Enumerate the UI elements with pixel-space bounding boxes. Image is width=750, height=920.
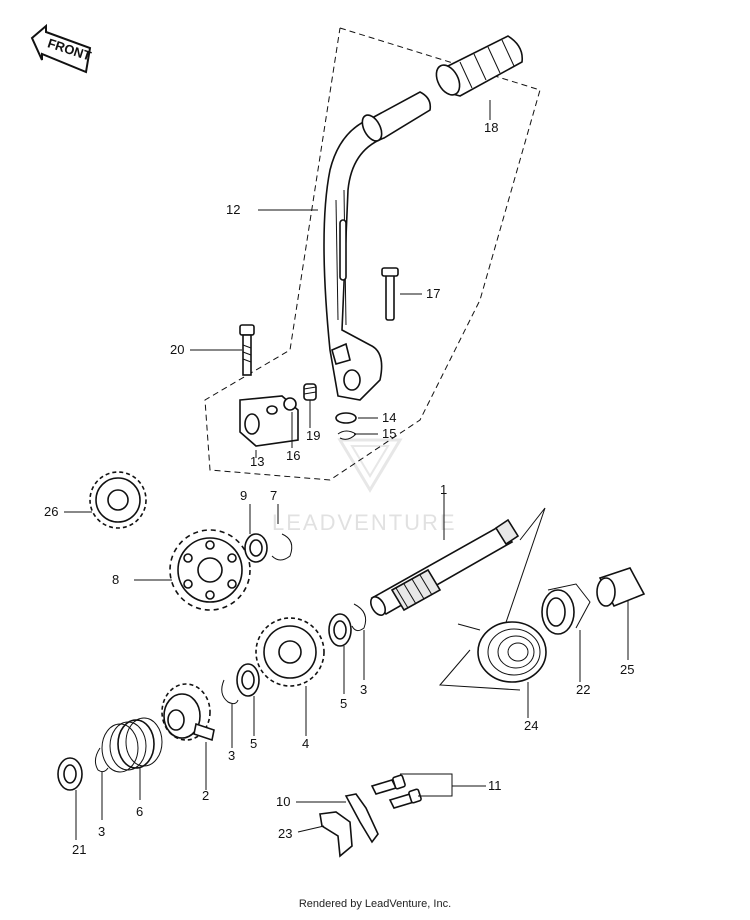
detent-ball — [283, 397, 297, 411]
callout-11: 8 — [112, 572, 119, 587]
callout-22: 18 — [484, 120, 498, 135]
callout-16: 12 — [226, 202, 240, 217]
callout-15: 23 — [278, 826, 292, 841]
callout-24: 20 — [170, 342, 184, 357]
kick-pedal-arm — [323, 91, 432, 401]
callout-19: 15 — [382, 426, 396, 441]
detent-spring — [303, 383, 317, 401]
ratchet-spring — [101, 717, 163, 773]
callout-23: 19 — [306, 428, 320, 443]
front-arrow: FRONT — [30, 23, 93, 74]
kick-ratchet — [161, 683, 215, 742]
bolts-14 — [370, 774, 422, 809]
circlip-19 — [337, 430, 357, 440]
callout-21: 17 — [426, 286, 440, 301]
callout-14: 11 — [488, 778, 502, 793]
callout-9: 24 — [524, 718, 538, 733]
callout-6: 6 — [136, 804, 143, 819]
pivot-pin — [381, 267, 399, 321]
circlip-3c — [94, 747, 109, 773]
kick-spring — [438, 621, 547, 691]
circlip-3b — [221, 679, 239, 705]
gear-26 — [89, 471, 147, 529]
pedal-clamp — [239, 395, 299, 447]
pedal-boundary — [204, 27, 541, 481]
callout-12: 9 — [240, 488, 247, 503]
callout-1: 1 — [440, 482, 447, 497]
washer-18 — [335, 412, 357, 424]
callout-4: 4 — [302, 736, 309, 751]
callout-3c: 3 — [98, 824, 105, 839]
clamp-bolt — [239, 324, 255, 376]
callout-2: 2 — [202, 788, 209, 803]
gear-4 — [255, 617, 325, 687]
washer-8-hole — [63, 764, 77, 784]
collar — [596, 567, 646, 608]
callout-3b: 3 — [228, 748, 235, 763]
leader-lines — [64, 100, 629, 840]
callout-5a: 5 — [340, 696, 347, 711]
callout-5b: 5 — [250, 736, 257, 751]
stop-plates — [319, 793, 379, 858]
callout-20: 16 — [286, 448, 300, 463]
callout-26: 26 — [44, 504, 58, 519]
callout-25: 25 — [620, 662, 634, 677]
spring-guide — [541, 583, 591, 635]
circlip-3a — [351, 603, 367, 632]
washer-5b-hole — [241, 670, 255, 690]
circlip-10 — [271, 533, 293, 561]
watermark-text: LEADVENTURE — [272, 510, 457, 535]
watermark-logo: LEADVENTURE — [272, 438, 457, 535]
callout-17: 13 — [250, 454, 264, 469]
washer-5a-hole — [333, 620, 347, 640]
grip-rubber — [435, 35, 524, 97]
callout-13: 10 — [276, 794, 290, 809]
callout-18: 14 — [382, 410, 396, 425]
callout-10: 7 — [270, 488, 277, 503]
kick-shaft — [369, 507, 546, 641]
gear-11 — [169, 529, 251, 611]
callout-8: 21 — [72, 842, 86, 857]
washer-12-hole — [249, 539, 263, 557]
footer-credit: Rendered by LeadVenture, Inc. — [298, 898, 452, 910]
callout-7: 22 — [576, 682, 590, 697]
callout-3a: 3 — [360, 682, 367, 697]
